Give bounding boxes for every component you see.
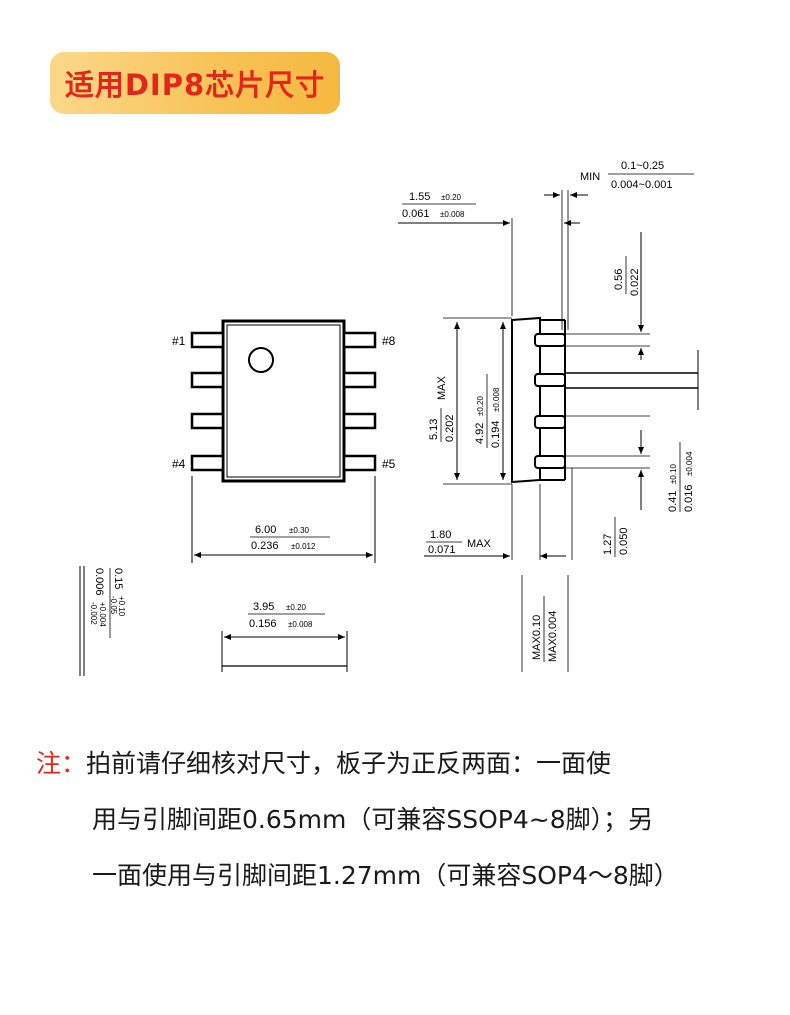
note-text-1: 拍前请仔细核对尺寸，板子为正反两面：一面使 [86, 749, 612, 778]
min-label: MIN [580, 171, 600, 183]
w056-bot-value: 0.022 [629, 268, 641, 296]
thickness-bot-tol-minus: -0.002 [89, 602, 98, 625]
pin-label-8: #8 [382, 334, 396, 348]
body-top-value: 3.95 [253, 601, 274, 613]
w041-bot-value: 0.016 [683, 484, 695, 512]
h180-max-label: MAX [467, 538, 492, 550]
width-bot-value: 0.236 [251, 540, 279, 552]
title-badge: 适用DIP8芯片尺寸 [50, 52, 340, 114]
h180-bot-value: 0.071 [428, 544, 456, 556]
side-lead-4 [534, 455, 566, 469]
pitch-top-value: 1.27 [602, 534, 614, 555]
lead-bot-tol: ±0.008 [440, 210, 465, 219]
lead-right-8 [342, 331, 377, 349]
body-bot-tol: ±0.008 [288, 620, 313, 629]
pitch-bot-value: 0.050 [618, 527, 630, 555]
max010-bot-value: MAX0.004 [547, 611, 559, 662]
h513-bot-value: 0.202 [444, 414, 456, 442]
page-title: 适用DIP8芯片尺寸 [64, 68, 326, 102]
lead-left-1 [190, 331, 225, 349]
thickness-bot-tol-plus: +0.004 [98, 602, 107, 627]
thickness-top-tol-plus: +0.10 [117, 596, 126, 617]
note-line-2: 用与引脚间距0.65mm（可兼容SSOP4~8脚）；另 [92, 805, 654, 834]
width-bot-tol: ±0.012 [291, 542, 316, 551]
body-top-tol: ±0.20 [286, 603, 307, 612]
lead-left-4 [190, 454, 225, 472]
top-view: #1 #8 #4 #5 6.00 ±0.30 0.236 ±0.012 [172, 319, 396, 563]
h513-max-label: MAX [436, 376, 448, 401]
thickness-top-tol-minus: -0.05 [109, 596, 118, 615]
side-lead-2 [534, 373, 566, 387]
lead-bot-value: 0.061 [402, 208, 430, 220]
body-width-view: 3.95 ±0.20 0.156 ±0.008 [221, 601, 348, 672]
lead-right-6 [342, 412, 377, 430]
chip-body [221, 319, 346, 483]
w041-top-tol: ±0.10 [669, 463, 678, 484]
lead-top-tol: ±0.20 [441, 193, 462, 202]
h492-top-tol: ±0.20 [476, 395, 485, 416]
h180-top-value: 1.80 [430, 529, 451, 541]
note-prefix: 注： [36, 749, 87, 778]
width-top-tol: ±0.30 [289, 526, 310, 535]
h492-bot-tol: ±0.008 [492, 387, 501, 412]
max010-top-value: MAX0.10 [531, 615, 543, 660]
lead-top-value: 1.55 [409, 191, 430, 203]
side-view: 0.56 0.022 0.41 ±0.10 0.016 ±0.004 1.27 … [398, 160, 699, 672]
thickness-bot-value: 0.006 [93, 568, 105, 596]
lead-left-2 [190, 371, 225, 389]
body-bot-value: 0.156 [249, 618, 277, 630]
pin1-marker [248, 347, 274, 373]
thickness-dim: 0.006 +0.004 -0.002 0.15 +0.10 -0.05 [79, 566, 126, 676]
side-lead-3 [534, 415, 566, 429]
min-bot-value: 0.004~0.001 [611, 179, 672, 191]
chip-dimension-drawing: #1 #8 #4 #5 6.00 ±0.30 0.236 ±0.012 3.95… [79, 160, 699, 676]
thickness-top-value: 0.15 [112, 568, 124, 589]
w056-top-value: 0.56 [613, 269, 625, 290]
note-line-1: 注：拍前请仔细核对尺寸，板子为正反两面：一面使 [36, 744, 611, 780]
pin-label-5: #5 [382, 457, 396, 471]
h492-bot-value: 0.194 [490, 420, 502, 448]
lead-right-5 [342, 454, 377, 472]
width-top-value: 6.00 [255, 524, 276, 536]
lead-right-7 [342, 371, 377, 389]
side-lead-1 [534, 333, 566, 347]
note-line-3: 一面使用与引脚间距1.27mm（可兼容SOP4～8脚） [92, 861, 679, 890]
w041-bot-tol: ±0.004 [685, 451, 694, 476]
h492-top-value: 4.92 [474, 423, 486, 444]
min-top-value: 0.1~0.25 [621, 160, 664, 172]
pin-label-4: #4 [172, 457, 186, 471]
h513-top-value: 5.13 [428, 419, 440, 440]
w041-top-value: 0.41 [667, 491, 679, 512]
chip-body-inner [226, 324, 341, 478]
lead-left-3 [190, 412, 225, 430]
pin-label-1: #1 [172, 334, 186, 348]
